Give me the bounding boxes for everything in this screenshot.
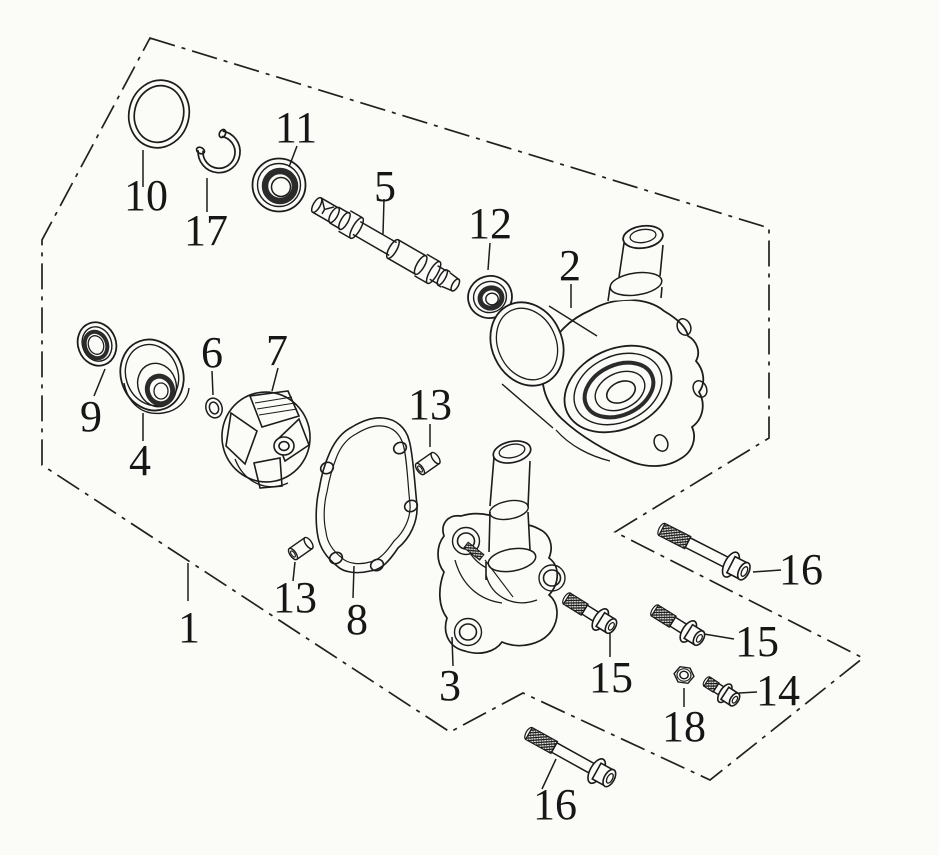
callout-18-label: 18 (662, 702, 706, 751)
callout-9-leader (93, 368, 106, 397)
callout-13-upper-label: 13 (408, 380, 452, 429)
callout-7-label: 7 (266, 326, 288, 375)
callout-12-leader (487, 242, 491, 271)
callout-15-right-leader (703, 633, 735, 640)
callout-5-label: 5 (374, 162, 396, 211)
part-2-housing-cover (489, 224, 708, 467)
callout-1-label: 1 (178, 603, 200, 652)
callout-2-label: 2 (559, 241, 581, 290)
callout-7-leader (271, 367, 279, 392)
part-17-circlip (195, 128, 241, 174)
part-18-nut (673, 666, 695, 684)
assembly-boundary-outline (41, 36, 865, 781)
callout-13-lower-leader (292, 561, 296, 582)
callout-16-lower-label: 16 (533, 780, 577, 829)
callout-4-label: 4 (129, 436, 151, 485)
part-5-shaft (310, 196, 461, 292)
part-6-washer (205, 397, 223, 419)
callout-16-lower-leader (541, 758, 557, 790)
part-3-pump-body (437, 440, 566, 654)
callout-9-label: 9 (80, 392, 102, 441)
callout-17-label: 17 (184, 206, 228, 255)
callout-8-label: 8 (346, 595, 368, 644)
part-11-bearing (251, 157, 307, 213)
callout-6-label: 6 (201, 328, 223, 377)
part-10-oring (127, 79, 191, 149)
part-8-gasket (315, 417, 419, 574)
callout-16-upper-leader (752, 569, 782, 573)
part-9-seal-ring (76, 321, 118, 367)
callout-14-label: 14 (756, 666, 800, 715)
callout-11-leader (288, 145, 298, 168)
callout-13-lower-label: 13 (273, 573, 317, 622)
leader-lines (93, 145, 782, 790)
callout-16-upper-label: 16 (779, 545, 823, 594)
callout-numbers: 1 2 3 4 5 6 7 8 9 10 11 12 13 13 14 15 1… (80, 103, 823, 829)
callout-12-label: 12 (468, 199, 512, 248)
callout-8-leader (352, 565, 355, 599)
callout-15-right-label: 15 (735, 617, 779, 666)
callout-3-leader (451, 636, 454, 667)
part-4-mechanical-seal (119, 338, 190, 415)
callout-5-leader (382, 198, 385, 235)
part-7-impeller (221, 390, 311, 489)
callout-14-leader (738, 691, 758, 694)
callout-3-label: 3 (439, 661, 461, 710)
callout-11-label: 11 (275, 103, 317, 152)
callout-15-left-label: 15 (589, 653, 633, 702)
callout-6-leader (211, 370, 214, 396)
callout-10-label: 10 (124, 171, 168, 220)
